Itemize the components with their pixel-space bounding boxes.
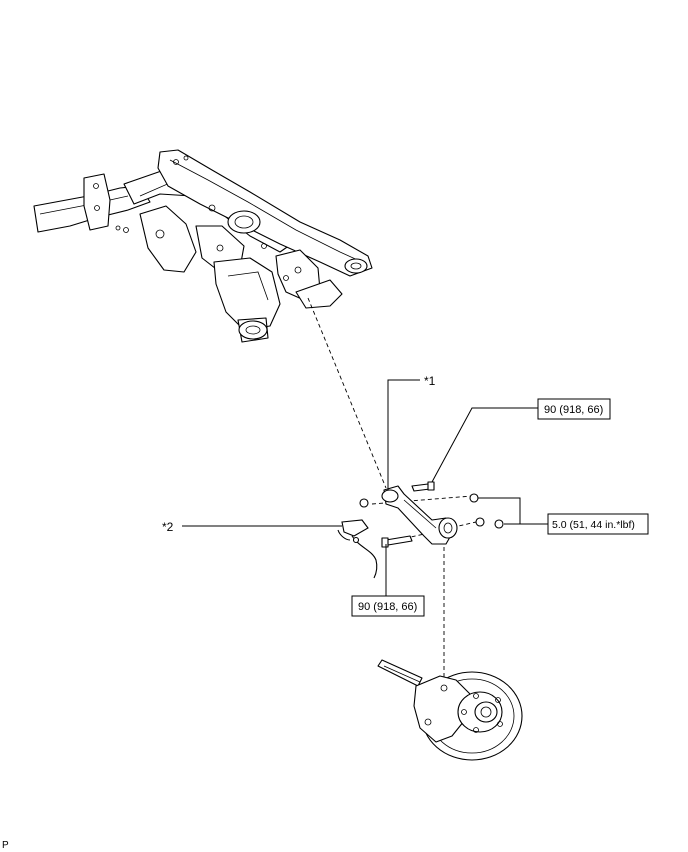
upper-control-arm (381, 485, 458, 545)
callout-item1: *1 (424, 374, 436, 388)
leader-nuts-torque (478, 497, 548, 525)
corner-mark: P (2, 840, 9, 851)
alignment-line-arm-to-member (307, 297, 387, 489)
fasteners (359, 481, 504, 548)
nut-far-right (494, 519, 504, 529)
torque-box-lower: 90 (918, 66) (351, 595, 425, 617)
bolt-lower (385, 535, 413, 546)
torque-label-nuts: 5.0 (51, 44 in.*lbf) (552, 519, 635, 531)
torque-box-upper: 90 (918, 66) (537, 398, 611, 420)
alignment-line-bolt-lower (397, 521, 477, 541)
nut-left (359, 498, 369, 508)
torque-box-nuts: 5.0 (51, 44 in.*lbf) (547, 513, 649, 535)
nut-right-upper (469, 493, 479, 503)
suspension-member (33, 149, 373, 343)
callout-item2: *2 (162, 520, 174, 534)
speed-sensor-wire (337, 519, 378, 579)
leader-upper-torque (431, 407, 538, 483)
rear-axle-hub (377, 659, 523, 761)
torque-label-lower: 90 (918, 66) (358, 601, 417, 613)
nut-right-lower (475, 517, 485, 527)
leader-item1 (387, 379, 420, 490)
bolt-upper (411, 483, 431, 492)
torque-label-upper: 90 (918, 66) (544, 404, 603, 416)
